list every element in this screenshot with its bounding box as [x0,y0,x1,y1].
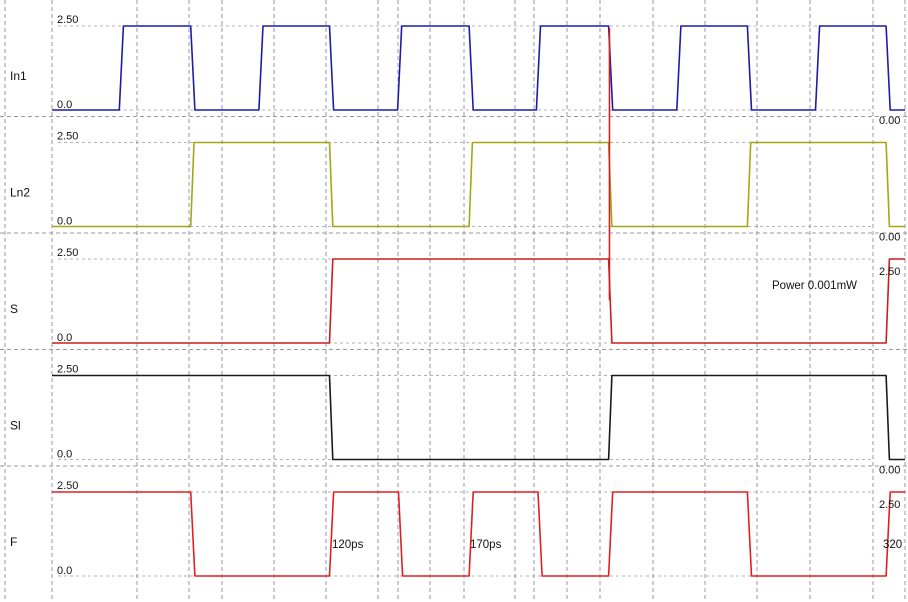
signal-label-in1: In1 [10,69,27,83]
labels: In12.500.00.00Ln22.500.00.00S2.500.02.50… [10,14,902,577]
signal-label-sl: Sl [10,419,21,433]
trace-ln2 [52,141,905,228]
end-value-s: 2.50 [879,266,900,278]
end-value-f: 2.50 [879,499,900,511]
annotation-label: 170ps [470,539,502,551]
level-label-high: 2.50 [57,247,78,259]
level-label-high: 2.50 [57,131,78,143]
signal-label-ln2: Ln2 [10,186,30,200]
level-label-low: 0.0 [57,332,72,344]
annotation-label: 320 [883,539,902,551]
level-label-low: 0.0 [57,565,72,577]
level-label-low: 0.0 [57,449,72,461]
end-value-sl: 0.00 [879,465,900,477]
trace-sl [52,374,905,461]
level-label-low: 0.0 [57,99,72,111]
level-label-high: 2.50 [57,480,78,492]
signal-label-s: S [10,302,18,316]
level-label-high: 2.50 [57,364,78,376]
end-value-in1: 0.00 [879,115,900,127]
trace-f [52,491,905,577]
trace-in1 [52,25,905,111]
annotation-label: Power 0.001mW [772,280,857,292]
annotation-label: 120ps [332,539,364,551]
end-value-ln2: 0.00 [879,232,900,244]
trace-s [52,258,905,344]
level-label-high: 2.50 [57,14,78,26]
level-label-low: 0.0 [57,216,72,228]
signal-label-f: F [10,535,17,549]
traces [52,25,905,577]
